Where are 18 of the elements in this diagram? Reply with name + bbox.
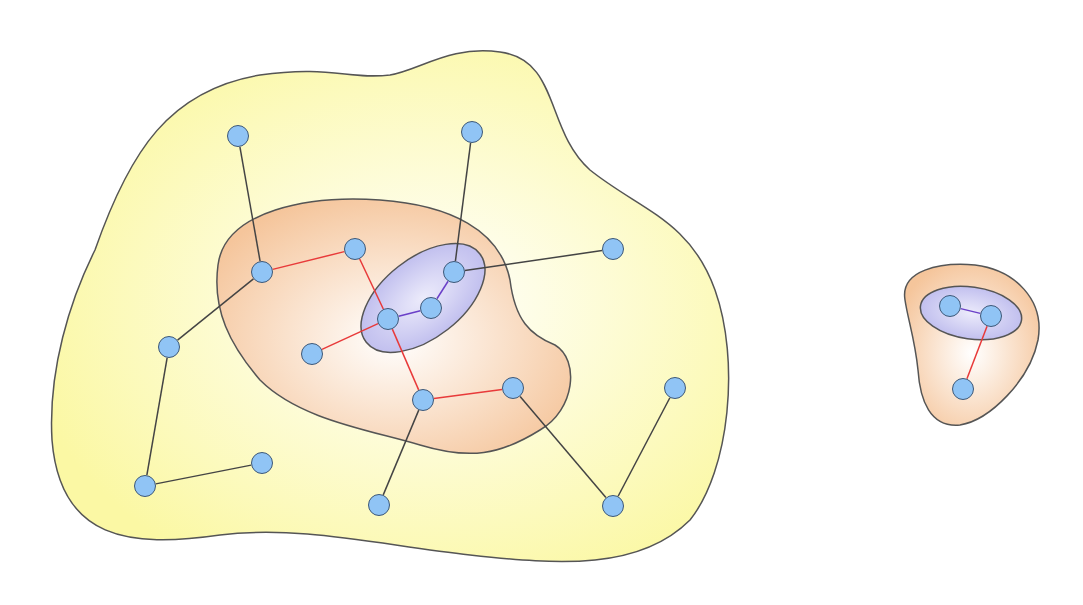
graph-edge xyxy=(519,395,607,499)
graph-edge xyxy=(436,280,449,300)
graph-edge xyxy=(397,310,422,317)
graph-edge xyxy=(433,388,503,400)
graph-edge xyxy=(454,142,472,262)
graph-edge xyxy=(146,357,168,476)
graph-edge xyxy=(464,249,603,272)
graph-edge xyxy=(391,328,420,391)
graph-edge xyxy=(959,307,982,315)
graph-edge xyxy=(358,258,385,310)
graph-edge xyxy=(155,464,252,485)
graph-edge xyxy=(321,322,379,351)
graph-edge xyxy=(617,397,671,497)
graph-edge xyxy=(239,146,261,262)
graph-edge xyxy=(176,278,255,341)
graph-edge xyxy=(271,250,346,271)
graph-edge xyxy=(966,325,988,380)
graph-edge xyxy=(382,409,420,496)
